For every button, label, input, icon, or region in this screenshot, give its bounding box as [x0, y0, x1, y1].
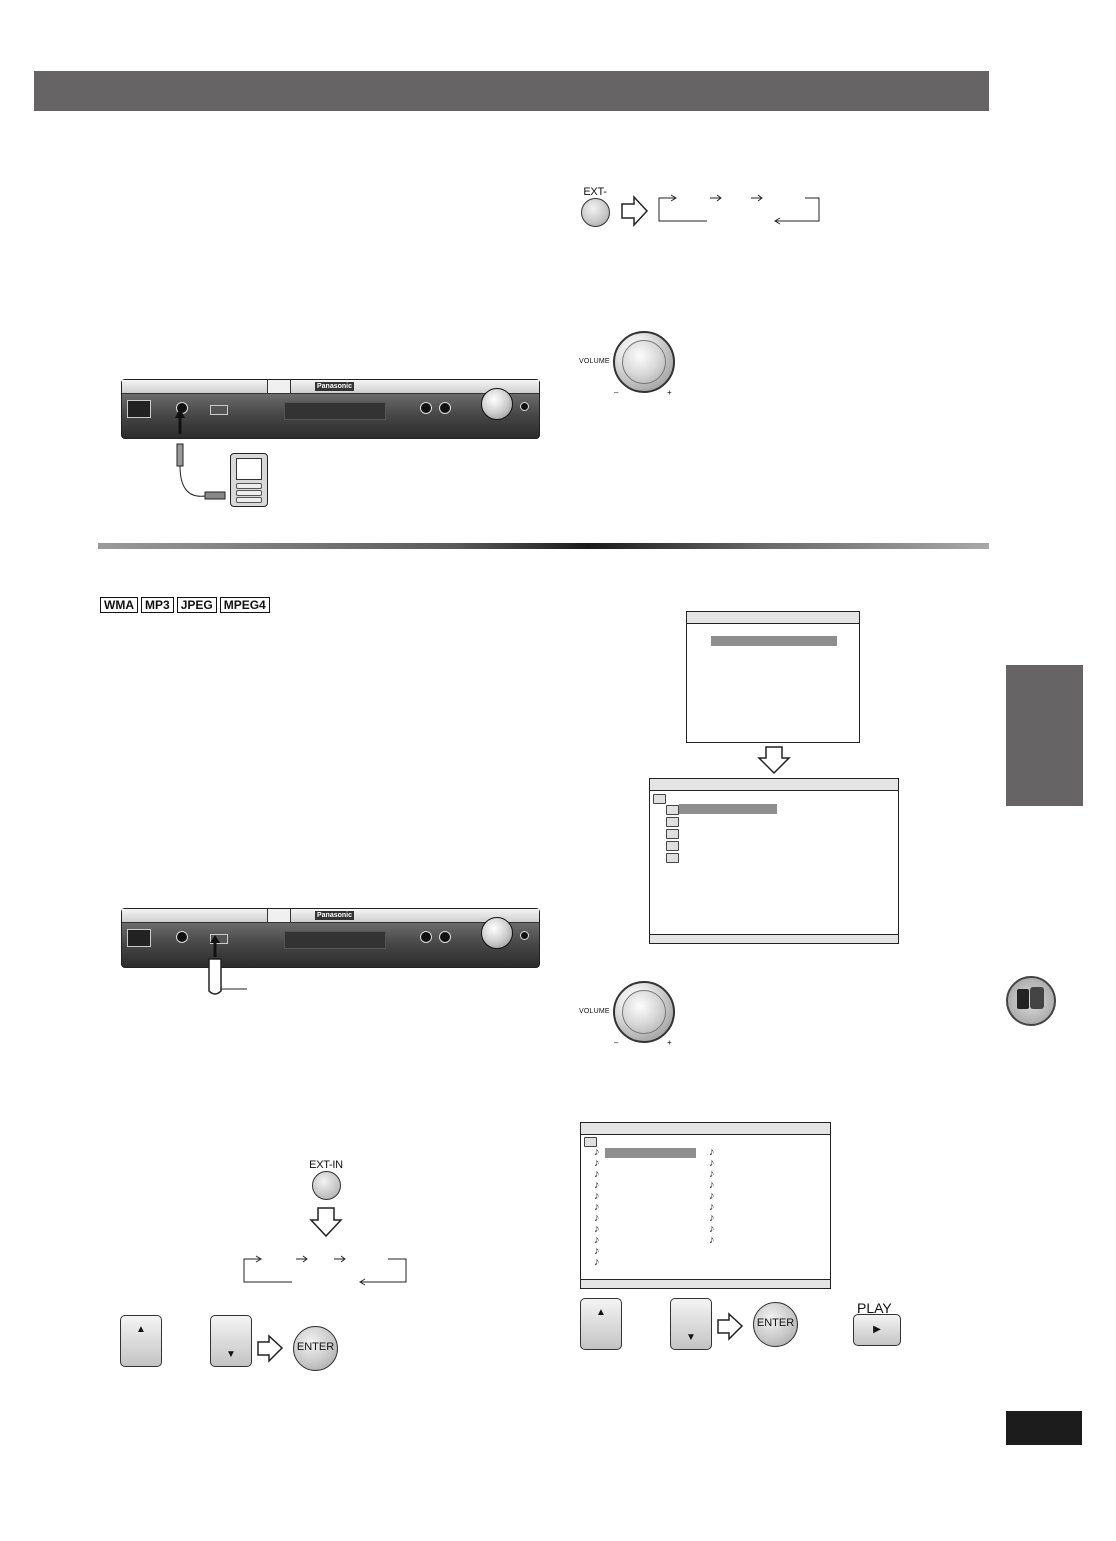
mic2-jack-2	[439, 931, 451, 943]
hollow-down-arrow-icon	[309, 1207, 343, 1238]
enter-button-2[interactable]: ENTER	[753, 1302, 798, 1347]
hollow-right-arrow-icon-3	[717, 1312, 744, 1341]
music-note-icon: ♪	[594, 1168, 600, 1180]
portable-audio-player	[230, 453, 268, 507]
headphone-jack-2	[520, 931, 529, 940]
track-highlight[interactable]	[605, 1148, 696, 1158]
music-note-icon: ♪	[709, 1146, 715, 1158]
music-note-icon: ♪	[594, 1245, 600, 1257]
down-arrow-icon: ▼	[226, 1349, 236, 1360]
down-key-2[interactable]: ▼	[670, 1298, 712, 1350]
music-note-icon: ♪	[594, 1223, 600, 1235]
down-key[interactable]: ▼	[210, 1315, 252, 1367]
hollow-down-arrow-icon-2	[757, 746, 791, 775]
ext-in-button[interactable]	[581, 198, 610, 227]
usb-port	[210, 405, 228, 415]
down-arrow-icon-2: ▼	[686, 1332, 696, 1343]
music-note-icon: ♪	[594, 1146, 600, 1158]
music-note-icon: ♪	[709, 1179, 715, 1191]
folder-list-screen	[649, 778, 899, 944]
mic2-jack	[439, 402, 451, 414]
usb-port-2	[210, 934, 228, 944]
folder-icon	[666, 817, 679, 827]
up-key[interactable]: ▲	[120, 1315, 162, 1367]
volume-plus: +	[667, 388, 672, 397]
device-category-icon	[1006, 976, 1056, 1026]
music-note-icon: ♪	[709, 1157, 715, 1169]
brand-logo-2: Panasonic	[315, 911, 355, 920]
track-list-screen: ♪♪♪♪♪♪♪♪♪♪♪♪♪♪♪♪♪♪♪♪	[580, 1122, 831, 1289]
device-volume-knob	[481, 388, 513, 420]
page-number-tab	[1006, 1411, 1082, 1445]
music-port-cable	[175, 408, 226, 500]
music-note-icon: ♪	[594, 1256, 600, 1268]
enter-label: ENTER	[296, 1341, 335, 1353]
section-header-bar	[34, 71, 989, 111]
section-divider	[98, 543, 989, 549]
volume-plus-2: +	[667, 1038, 672, 1047]
enter-button[interactable]: ENTER	[293, 1326, 338, 1371]
folder-icon	[653, 794, 666, 804]
folder-highlight[interactable]	[679, 804, 777, 814]
format-badge-wma: WMA	[100, 597, 138, 613]
music-note-icon: ♪	[594, 1201, 600, 1213]
play-caption: PLAY	[857, 1300, 892, 1316]
display-window	[284, 402, 386, 420]
play-button[interactable]: ▶	[853, 1314, 901, 1346]
format-badge-mp3: MP3	[141, 597, 174, 613]
menu-screen	[686, 611, 860, 743]
folder-icon	[666, 853, 679, 863]
folder-icon	[666, 841, 679, 851]
main-unit-front-panel: Panasonic	[121, 379, 540, 439]
music-note-icon: ♪	[709, 1234, 715, 1246]
ext-in-button-2[interactable]	[312, 1171, 341, 1200]
mic1-jack-2	[420, 931, 432, 943]
volume-label: VOLUME	[579, 358, 610, 365]
music-note-icon: ♪	[709, 1212, 715, 1224]
volume-knob[interactable]	[613, 331, 675, 393]
hollow-right-arrow-icon	[621, 195, 649, 227]
device-volume-knob-2	[481, 917, 513, 949]
volume-knob-2[interactable]	[613, 981, 675, 1043]
folder-icon	[584, 1137, 597, 1147]
folder-icon	[666, 805, 679, 815]
display-window-2	[284, 931, 386, 949]
side-index-tab	[1006, 665, 1083, 806]
up-key-2[interactable]: ▲	[580, 1298, 622, 1350]
brand-logo: Panasonic	[315, 382, 355, 391]
hollow-right-arrow-icon-2	[257, 1334, 284, 1363]
play-icon: ▶	[873, 1324, 881, 1335]
music-port-jack-2	[176, 931, 188, 943]
music-note-icon: ♪	[709, 1201, 715, 1213]
format-badge-mpeg4: MPEG4	[219, 597, 270, 613]
up-arrow-icon: ▲	[136, 1324, 146, 1335]
ext-in-caption-2: EXT-IN	[309, 1159, 343, 1171]
music-note-icon: ♪	[709, 1223, 715, 1235]
music-note-icon: ♪	[594, 1190, 600, 1202]
music-note-icon: ♪	[594, 1212, 600, 1224]
enter-label-2: ENTER	[756, 1317, 795, 1329]
folder-icon	[666, 829, 679, 839]
music-note-icon: ♪	[594, 1234, 600, 1246]
music-note-icon: ♪	[709, 1190, 715, 1202]
menu-highlight[interactable]	[711, 636, 837, 646]
mode-cycle-diagram	[658, 194, 820, 225]
music-note-icon: ♪	[594, 1157, 600, 1169]
volume-label-2: VOLUME	[579, 1008, 610, 1015]
music-note-icon: ♪	[594, 1179, 600, 1191]
main-unit-front-panel-usb: Panasonic	[121, 908, 540, 968]
mic1-jack	[420, 402, 432, 414]
headphone-jack	[520, 402, 529, 411]
usb-device-plug	[208, 935, 247, 995]
format-badge-jpeg: JPEG	[176, 597, 217, 613]
volume-minus: –	[614, 388, 619, 397]
up-arrow-icon-2: ▲	[596, 1307, 606, 1318]
music-note-icon: ♪	[709, 1168, 715, 1180]
mode-cycle-diagram-2	[243, 1255, 407, 1286]
volume-minus-2: –	[614, 1038, 619, 1047]
